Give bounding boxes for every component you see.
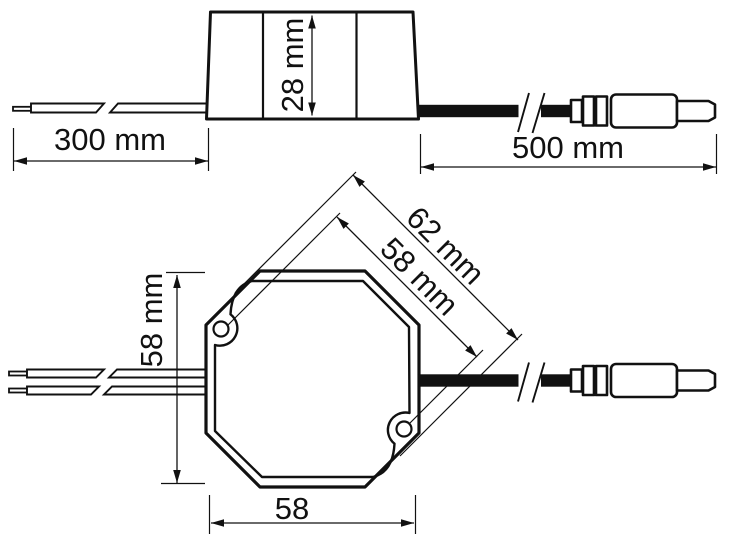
- extension-line: [227, 212, 341, 326]
- dim-label-58-width: 58: [275, 491, 309, 526]
- wire-segment: [26, 368, 107, 379]
- dimension-58-width: 58: [208, 491, 417, 534]
- dim-label-300mm: 300 mm: [54, 122, 166, 157]
- wire-segment: [106, 368, 213, 379]
- dimension-58mm-vertical: 58 mm: [134, 271, 205, 485]
- extension-line: [234, 171, 357, 294]
- stripped-wire-tip: [12, 105, 33, 112]
- dim-label-28mm: 28 mm: [275, 18, 310, 113]
- screw-hole: [395, 420, 413, 438]
- screw-hole: [212, 320, 230, 338]
- stripped-wire-tip: [8, 387, 28, 394]
- wire-segment: [26, 385, 102, 396]
- wire-segment: [101, 385, 213, 396]
- dc-plug-side-view: [416, 91, 717, 135]
- input-wires: [8, 368, 213, 396]
- stripped-wire-tip: [8, 370, 28, 377]
- wire-segment: [107, 102, 213, 114]
- dim-line-58mm-diagonal: [336, 216, 478, 358]
- dimension-300mm: 300 mm: [12, 122, 210, 171]
- input-wire: [12, 102, 213, 114]
- front-view: 62 mm 58 mm 58 mm 58: [8, 171, 717, 534]
- dim-label-58mm-vertical: 58 mm: [134, 273, 169, 368]
- octagon-inner-outline: [213, 279, 411, 479]
- dc-plug-front-view: [416, 361, 717, 404]
- dim-label-500mm: 500 mm: [512, 130, 624, 165]
- dimension-500mm: 500 mm: [419, 130, 718, 174]
- wire-segment: [30, 102, 107, 114]
- dimension-28mm: 28 mm: [275, 15, 316, 116]
- extension-line: [399, 333, 523, 457]
- side-view: 28 mm 300 mm 500 mm: [12, 10, 718, 174]
